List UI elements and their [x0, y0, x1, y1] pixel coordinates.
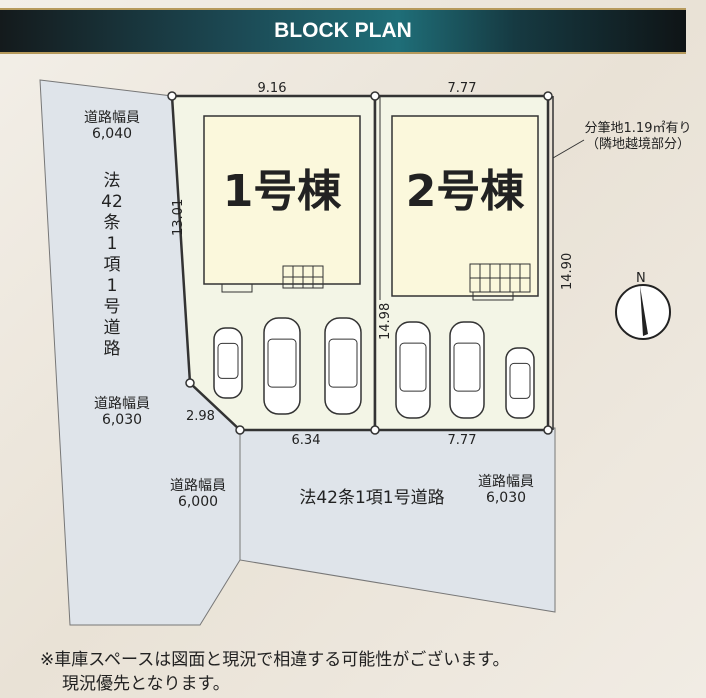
annotation-leader [552, 139, 585, 159]
annotation-line1: 分筆地1.19㎡有り [585, 121, 692, 136]
parked-car [395, 321, 431, 419]
road-bottom-left-label: 道路幅員 [170, 478, 226, 494]
road-bottom-right-width: 6,030 [486, 490, 526, 506]
parked-car [213, 327, 243, 399]
road-left-vertical-char: 路 [104, 339, 121, 359]
road-left-vertical-char: 条 [104, 213, 121, 233]
road-bottom-right-label: 道路幅員 [478, 474, 534, 490]
parked-car [263, 317, 301, 415]
dim-lot1-right: 14.98 [378, 303, 393, 340]
dim-lot1-left: 13.01 [171, 199, 186, 236]
road-left-vertical-char: 1 [107, 276, 118, 296]
parked-car [324, 317, 362, 415]
road-bottom-main-label: 法42条1項1号道路 [299, 488, 444, 508]
road-left-vertical-char: 道 [104, 318, 121, 338]
road-left-top-width: 6,040 [92, 126, 132, 142]
dim-lot2-right: 14.90 [560, 253, 575, 290]
dim-top-lot1: 9.16 [258, 81, 287, 96]
compass-label: N [636, 271, 646, 286]
road-left-vertical-char: 1 [107, 234, 118, 254]
dim-top-lot2: 7.77 [448, 81, 477, 96]
footnote: ※車庫スペースは図面と現況で相違する可能性がございます。 現況優先となります。 [40, 648, 510, 696]
road-left-vertical-char: 法 [104, 171, 121, 191]
step [472, 291, 514, 301]
road-left-top-label: 道路幅員 [84, 110, 140, 126]
building-2-label: 2号棟 [406, 166, 526, 217]
building-1-label: 1号棟 [223, 166, 343, 217]
road-left-vertical-char: 項 [104, 255, 121, 275]
annotation-line2: （隣地越境部分） [586, 136, 690, 152]
step [221, 283, 253, 293]
road-left-bottom-width: 6,030 [102, 412, 142, 428]
road-left-vertical-char: 号 [104, 297, 121, 317]
banner: BLOCK PLAN [0, 8, 686, 54]
corner-points [167, 91, 553, 435]
deck-1 [282, 265, 324, 289]
road-left-vertical-label: 法42条1項1号道路 [101, 171, 123, 359]
bottom-road [239, 427, 556, 613]
building-2 [391, 115, 539, 297]
dim-bottom-lot1: 6.34 [292, 433, 321, 448]
banner-title: BLOCK PLAN [274, 19, 412, 42]
road-left-bottom-label: 道路幅員 [94, 396, 150, 412]
footnote-line1: ※車庫スペースは図面と現況で相違する可能性がございます。 [40, 650, 510, 670]
dim-corner-cut: 2.98 [186, 409, 215, 424]
road-bottom-left-width: 6,000 [178, 494, 218, 510]
building-1 [203, 115, 361, 285]
dim-bottom-lot2: 7.77 [448, 433, 477, 448]
compass-icon: N [615, 271, 671, 340]
footnote-line2: 現況優先となります。 [62, 674, 230, 694]
parked-car [449, 321, 485, 419]
road-left-vertical-char: 42 [101, 192, 123, 212]
parked-car [505, 347, 535, 419]
